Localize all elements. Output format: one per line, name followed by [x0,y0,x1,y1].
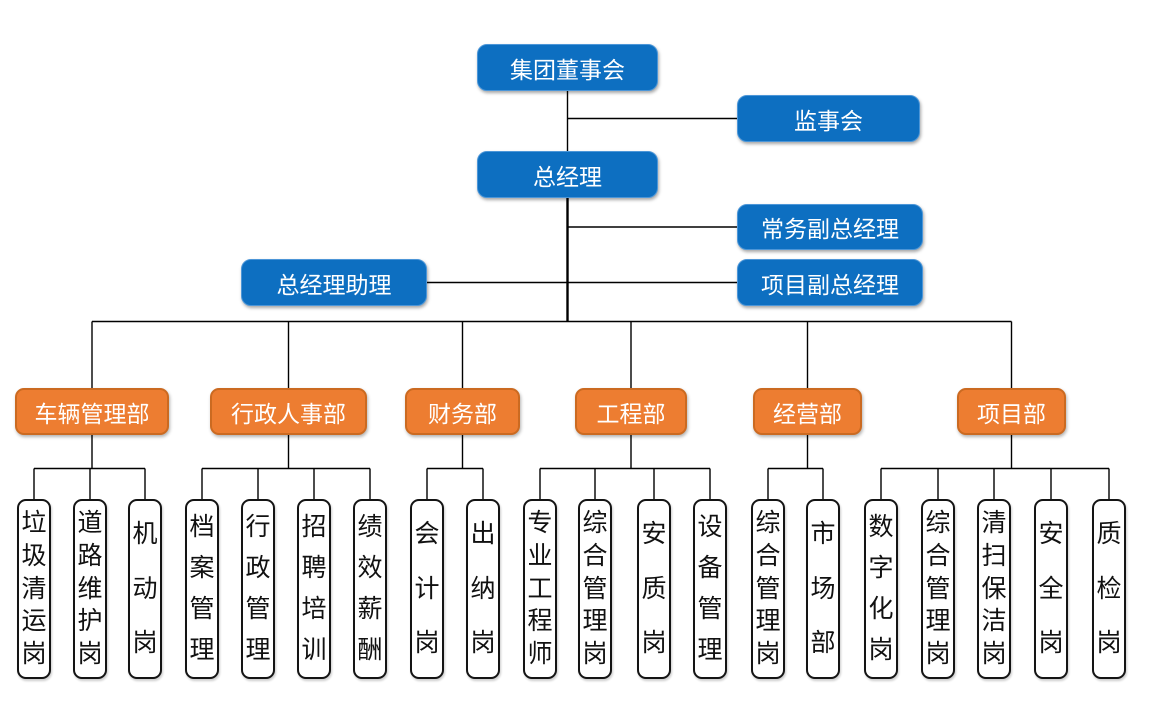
position-accounting: 会计岗 [410,499,444,679]
position-equipment-management: 设备管理 [693,499,727,679]
position-garbage-clearing: 垃圾清运岗 [17,499,51,679]
dept-finance: 财务部 [405,388,520,435]
position-market: 市场部 [806,499,840,679]
position-safety-quality: 安质岗 [637,499,671,679]
position-quality-inspection: 质检岗 [1092,499,1126,679]
position-digitalization: 数字化岗 [864,499,898,679]
node-board-of-directors: 集团董事会 [477,44,658,91]
dept-project: 项目部 [957,388,1066,435]
position-general-management: 综合管理岗 [751,499,785,679]
dept-vehicle-management: 车辆管理部 [15,388,169,435]
position-road-maintenance: 道路维护岗 [73,499,107,679]
position-recruitment-training: 招聘培训 [297,499,331,679]
position-administration: 行政管理 [241,499,275,679]
dept-operations: 经营部 [753,388,862,435]
dept-admin-hr: 行政人事部 [210,388,367,435]
node-general-manager-assistant: 总经理助理 [241,259,427,306]
position-mobile: 机动岗 [128,499,162,679]
position-general-management: 综合管理岗 [921,499,955,679]
position-performance-compensation: 绩效薪酬 [353,499,387,679]
position-cashier: 出纳岗 [466,499,500,679]
position-general-management: 综合管理岗 [578,499,612,679]
position-safety: 安全岗 [1034,499,1068,679]
node-general-manager: 总经理 [477,151,658,198]
position-cleaning: 清扫保洁岗 [977,499,1011,679]
node-executive-deputy-general-manager: 常务副总经理 [737,204,923,250]
position-professional-engineer: 专业工程师 [523,499,557,679]
node-supervisory-board: 监事会 [737,95,920,142]
node-project-deputy-general-manager: 项目副总经理 [737,259,923,306]
dept-engineering: 工程部 [575,388,687,435]
position-archives-management: 档案管理 [185,499,219,679]
